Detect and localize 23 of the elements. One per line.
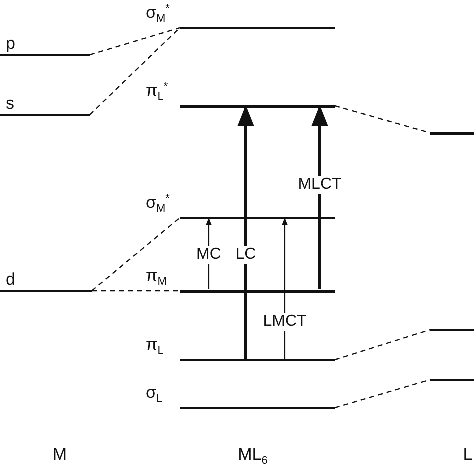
level-label: p	[6, 35, 16, 52]
arrow	[312, 105, 328, 290]
energy-level	[180, 104, 335, 108]
level-label: π$_{M}$	[146, 267, 167, 288]
connector-line	[92, 218, 180, 292]
level-label: σ$_{L}$	[146, 384, 163, 405]
column-label: ML$_{6}$	[238, 446, 268, 467]
connector-line	[334, 329, 430, 361]
arrow	[238, 105, 254, 360]
edge-label: LC	[234, 246, 258, 264]
level-label: d	[6, 271, 16, 288]
connector-line	[92, 290, 180, 292]
connector-line	[90, 28, 180, 116]
edge-label: LMCT	[262, 313, 308, 331]
level-label: π$_{L}$	[146, 336, 164, 357]
edge-label: MC	[196, 246, 222, 264]
energy-level	[180, 290, 335, 292]
edge-label: MLCT	[297, 176, 343, 194]
connector-line	[90, 27, 180, 56]
level-label: s	[6, 95, 14, 112]
energy-level	[430, 132, 474, 134]
column-label: M	[52, 446, 68, 463]
column-label: L	[463, 446, 473, 463]
